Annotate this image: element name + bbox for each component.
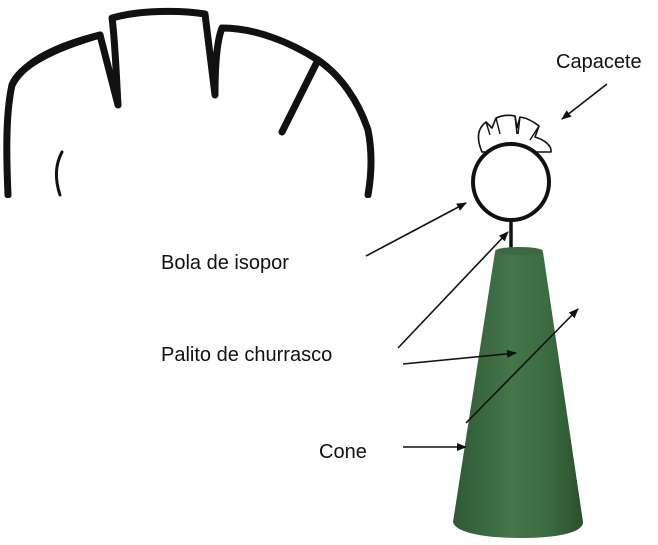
label-palito: Palito de churrasco bbox=[161, 344, 332, 366]
label-cone: Cone bbox=[319, 441, 367, 463]
green-cone bbox=[453, 247, 583, 538]
capacete-arrow bbox=[561, 83, 608, 120]
palito-arrow bbox=[397, 231, 509, 349]
helmet-template-outline bbox=[3, 7, 375, 199]
palito-arrow-2 bbox=[402, 349, 517, 365]
cone-arrow-1 bbox=[465, 308, 579, 424]
label-capacete: Capacete bbox=[556, 51, 642, 73]
bola-arrow bbox=[365, 202, 467, 257]
styrofoam-ball bbox=[471, 142, 551, 222]
label-bola: Bola de isopor bbox=[161, 252, 289, 274]
small-helmet-icon bbox=[477, 114, 552, 153]
